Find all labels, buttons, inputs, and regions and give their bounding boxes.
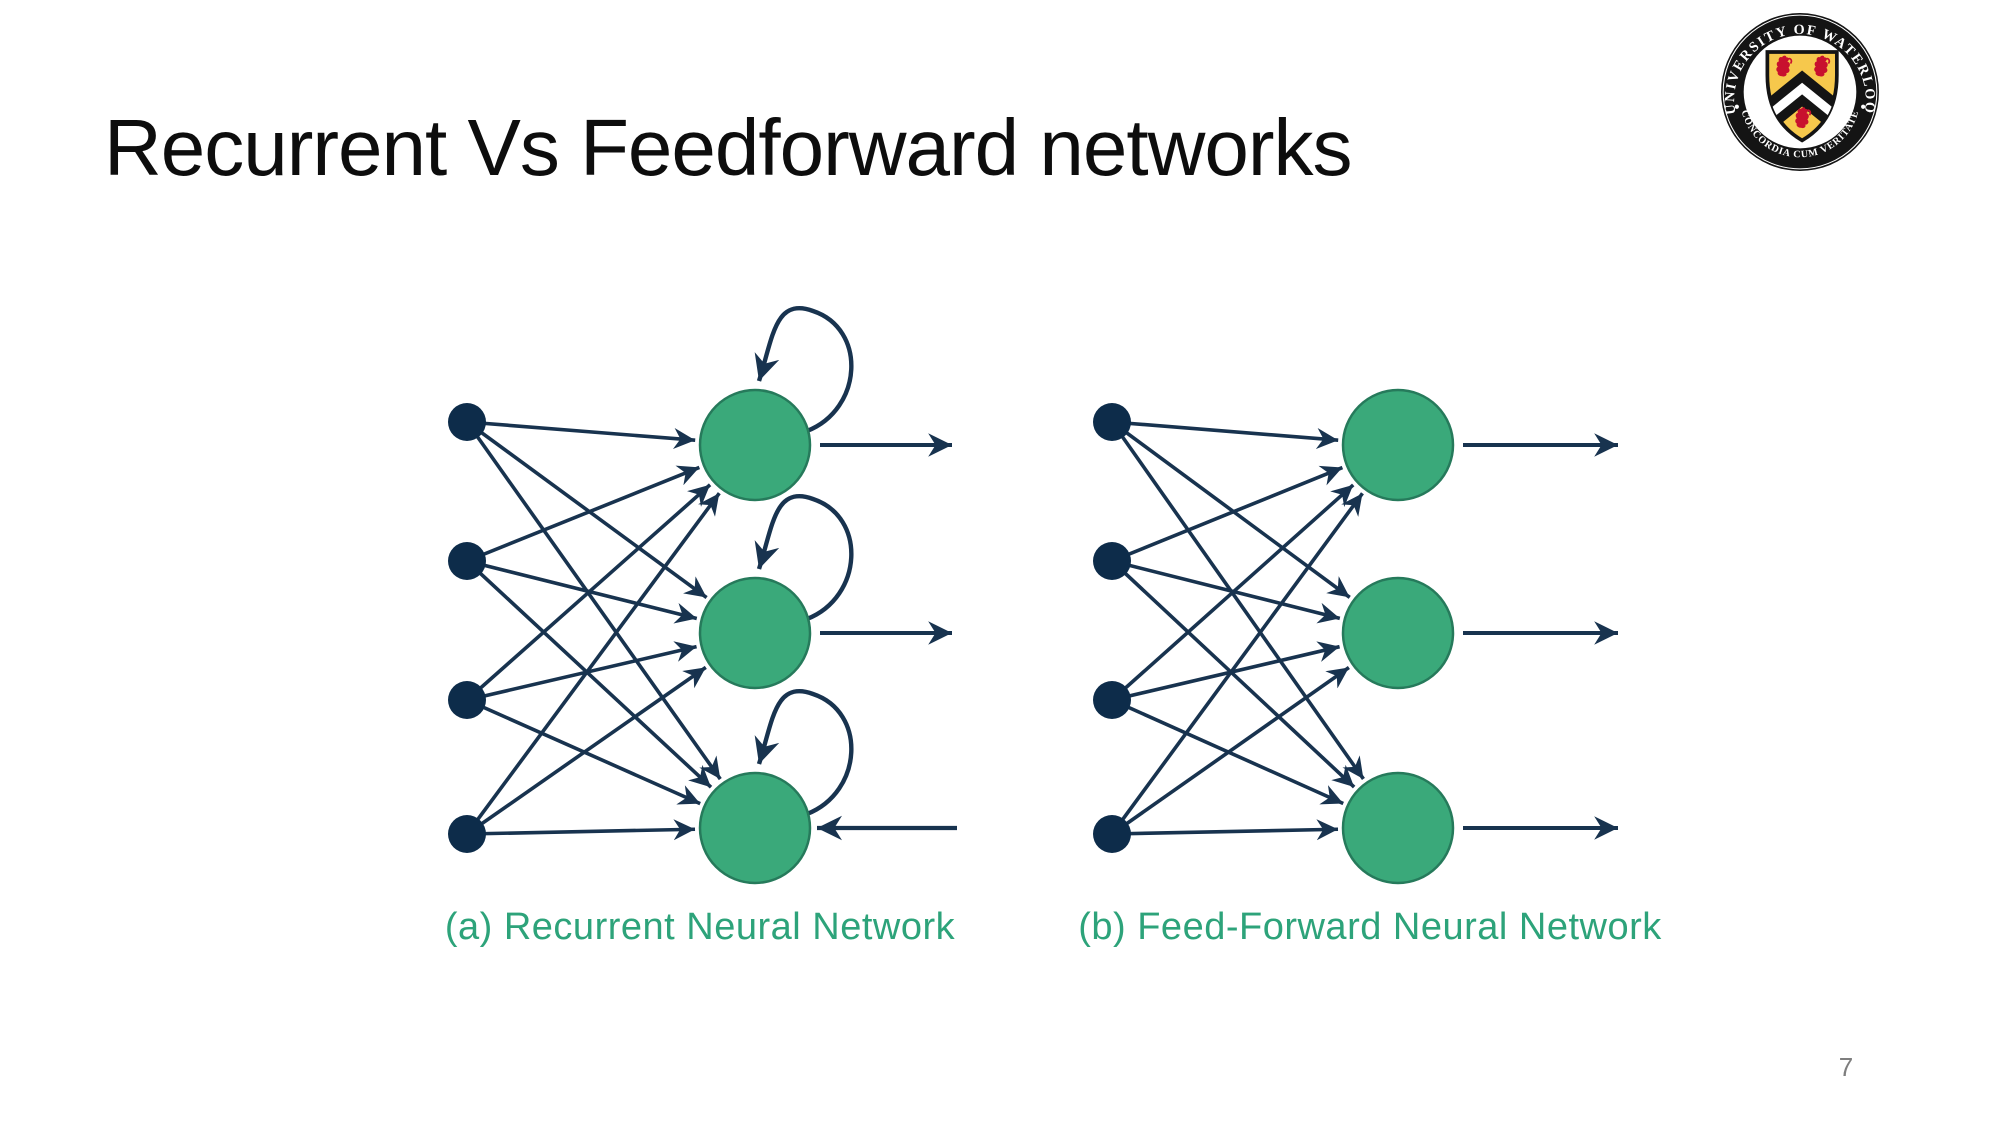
edge-input-to-unit xyxy=(465,420,722,781)
hidden-unit-node xyxy=(698,576,812,690)
edge-input-to-unit xyxy=(1111,819,1339,841)
edge-input-to-unit xyxy=(1110,559,1356,789)
edge-input-to-unit xyxy=(1110,666,1350,836)
edge-input-to-unit xyxy=(1111,465,1344,563)
hidden-unit-node xyxy=(1341,771,1455,885)
edge-input-to-unit xyxy=(465,492,721,836)
edge-input-to-unit xyxy=(466,641,697,702)
edge-input-to-unit xyxy=(466,420,696,450)
input-node-dot xyxy=(448,403,486,441)
edge-input-to-unit xyxy=(1110,492,1364,836)
input-node-dot xyxy=(448,542,486,580)
input-node-dot xyxy=(448,681,486,719)
university-of-waterloo-seal-logo: UNIVERSITY OF WATERLOO CONCORDIA CUM VER… xyxy=(1721,13,1879,171)
caption-recurrent-network: (a) Recurrent Neural Network xyxy=(444,906,956,948)
edge-input-to-unit xyxy=(465,559,713,789)
diagram-a-graph xyxy=(448,306,957,885)
seal-lions xyxy=(1776,55,1831,129)
hidden-unit-node xyxy=(1341,388,1455,502)
input-node-dot xyxy=(1093,403,1131,441)
edge-input-to-unit xyxy=(1111,641,1340,702)
edge-input-to-unit xyxy=(466,819,696,841)
edge-input-to-unit xyxy=(1111,559,1341,624)
hidden-unit-node xyxy=(1341,576,1455,690)
self-loop-arrow xyxy=(754,689,854,817)
edge-input-to-unit xyxy=(1111,420,1339,449)
diagram-b-graph xyxy=(1093,388,1618,885)
edge-input-to-unit xyxy=(466,465,701,563)
edge-input-to-unit xyxy=(1110,420,1365,780)
hidden-unit-node xyxy=(698,771,812,885)
input-node-dot xyxy=(1093,542,1131,580)
self-loop-arrow xyxy=(754,306,854,434)
edge-input-to-unit xyxy=(465,420,708,599)
edge-input-to-unit xyxy=(465,665,707,836)
edge-input-to-unit xyxy=(1110,483,1355,702)
input-node-dot xyxy=(1093,681,1131,719)
page-number: 7 xyxy=(1838,1052,1854,1082)
slide-title: Recurrent Vs Feedforward networks xyxy=(104,102,1353,192)
input-node-dot xyxy=(1093,815,1131,853)
edge-input-to-unit xyxy=(466,559,698,624)
caption-feedforward-network: (b) Feed-Forward Neural Network xyxy=(1078,906,1662,948)
hidden-unit-node xyxy=(698,388,812,502)
seal-graphic: UNIVERSITY OF WATERLOO CONCORDIA CUM VER… xyxy=(1721,13,1879,171)
edge-input-to-unit xyxy=(465,483,712,702)
self-loop-arrow xyxy=(754,494,854,622)
input-node-dot xyxy=(448,815,486,853)
edge-input-to-unit xyxy=(1110,420,1351,599)
